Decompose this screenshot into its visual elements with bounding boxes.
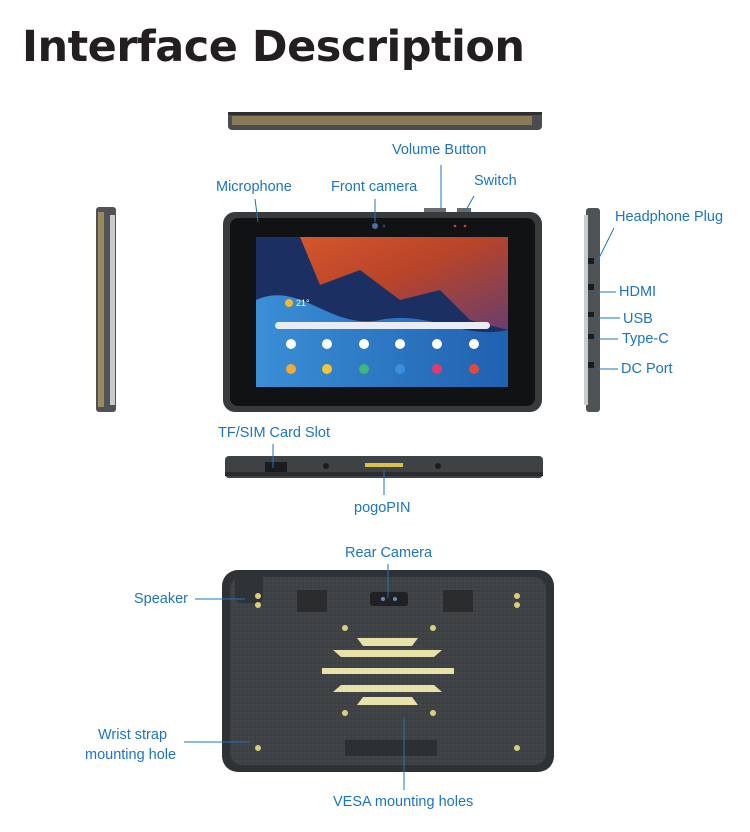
tablet-top-edge bbox=[228, 112, 542, 130]
tablet-right-side bbox=[584, 208, 600, 412]
label-microphone: Microphone bbox=[216, 179, 292, 195]
callout-lines bbox=[184, 165, 620, 790]
label-tf-sim-card-slot: TF/SIM Card Slot bbox=[218, 425, 330, 441]
label-switch: Switch bbox=[474, 173, 517, 189]
label-dc-port: DC Port bbox=[621, 361, 673, 377]
weather-temp: 21° bbox=[296, 298, 310, 308]
label-wrist-strap-line2: mounting hole bbox=[85, 747, 177, 763]
label-pogo-pin: pogoPIN bbox=[354, 500, 411, 516]
tablet-back bbox=[222, 570, 554, 772]
tablet-front: 21° bbox=[223, 208, 542, 412]
page-title: Interface Description bbox=[22, 22, 525, 72]
label-usb: USB bbox=[623, 311, 653, 327]
label-wrist-strap-line1: Wrist strap bbox=[98, 727, 168, 743]
tablet-left-side bbox=[96, 207, 116, 412]
label-vesa-mounting-holes: VESA mounting holes bbox=[333, 794, 474, 810]
label-headphone-plug: Headphone Plug bbox=[615, 209, 724, 225]
label-front-camera: Front camera bbox=[331, 179, 418, 195]
label-rear-camera: Rear Camera bbox=[345, 545, 433, 561]
label-hdmi: HDMI bbox=[619, 284, 657, 300]
label-volume-button: Volume Button bbox=[392, 142, 487, 158]
label-speaker: Speaker bbox=[134, 591, 189, 607]
label-type-c: Type-C bbox=[622, 331, 669, 347]
